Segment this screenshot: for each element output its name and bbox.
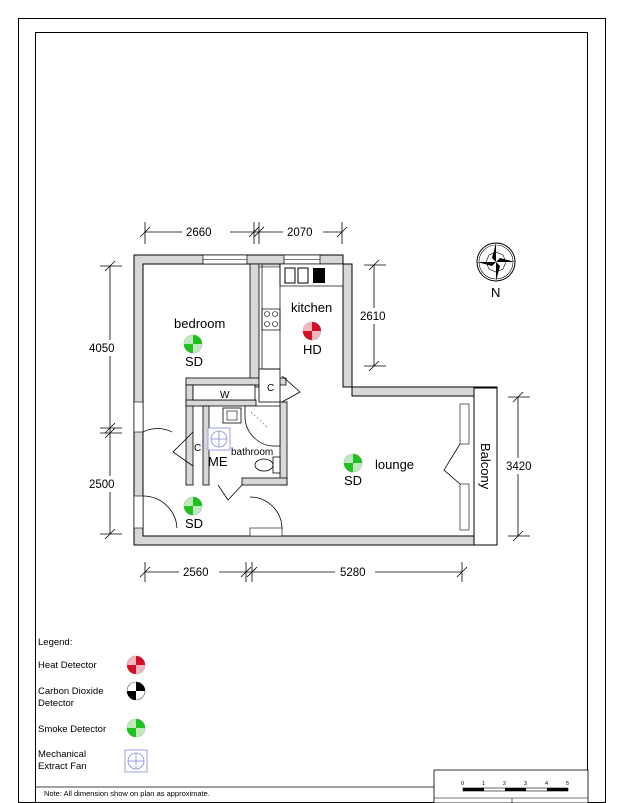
dimension-top-right: 2070 (287, 227, 313, 239)
legend-label-heat: Heat Detector (38, 660, 97, 671)
dimension-right-kitchen: 2610 (360, 311, 386, 323)
compass-label: N (491, 285, 500, 300)
shower (244, 405, 281, 447)
smoke-detector-icon (183, 496, 203, 516)
room-label-lounge: lounge (375, 457, 414, 472)
title-block (433, 769, 589, 803)
toilet (254, 458, 274, 472)
heat-detector-icon (302, 321, 322, 341)
room-label-hall-cupboard: C (194, 443, 201, 454)
room-label-wardrobe: W (220, 390, 230, 401)
scale-bar (462, 787, 569, 792)
entrance-door (142, 495, 178, 529)
dimension-left-upper: 4050 (89, 343, 115, 355)
detector-label-hall: SD (185, 516, 203, 531)
north-compass-icon (476, 242, 516, 282)
balcony (473, 387, 498, 546)
dimension-bottom-left: 2560 (183, 567, 209, 579)
room-label-bedroom: bedroom (174, 316, 225, 331)
hall-cupboard-door (172, 431, 194, 467)
room-label-bathroom: bathroom (231, 447, 273, 458)
detector-label-bathroom: ME (208, 454, 228, 469)
detector-label-bedroom: SD (185, 354, 203, 369)
kitchen-hob (261, 308, 281, 331)
carbon-dioxide-detector-icon (126, 681, 146, 701)
smoke-detector-icon (126, 718, 146, 738)
scale-tick-label: 3 (524, 781, 527, 787)
dimension-bottom-right: 5280 (340, 567, 366, 579)
scale-tick-label: 2 (503, 781, 506, 787)
dimension-left-lower: 2500 (89, 479, 115, 491)
dimension-right-lounge: 3420 (506, 461, 532, 473)
lounge-door (249, 496, 283, 530)
mechanical-extract-fan-icon (207, 427, 231, 451)
room-label-balcony: Balcony (478, 443, 493, 490)
smoke-detector-icon (183, 334, 203, 354)
scale-tick-label: 0 (461, 781, 464, 787)
scale-tick-label: 4 (545, 781, 548, 787)
detector-label-lounge: SD (344, 473, 362, 488)
detector-label-kitchen: HD (303, 342, 322, 357)
smoke-detector-icon (343, 453, 363, 473)
heat-detector-icon (126, 655, 146, 675)
legend-title: Legend: (38, 637, 72, 648)
legend-label-smoke: Smoke Detector (38, 724, 106, 735)
wardrobe (192, 384, 256, 401)
dimension-top-left: 2660 (186, 227, 212, 239)
internal-wall (241, 477, 288, 486)
mechanical-extract-fan-icon (124, 749, 148, 773)
balcony-door (443, 443, 461, 485)
scale-bar-ticks: 0 1 2 3 4 5 (461, 781, 569, 787)
plan-note: Note: All dimension show on plan as appr… (44, 789, 210, 798)
internal-wall (279, 401, 288, 486)
internal-wall (249, 263, 260, 388)
bedroom-door (142, 402, 173, 433)
room-label-kitchen: kitchen (291, 300, 332, 315)
cupboard-door (281, 375, 301, 403)
scale-tick-label: 5 (566, 781, 569, 787)
bathroom-door (217, 484, 243, 501)
scale-tick-label: 1 (482, 781, 485, 787)
room-label-cupboard: C (267, 383, 274, 394)
